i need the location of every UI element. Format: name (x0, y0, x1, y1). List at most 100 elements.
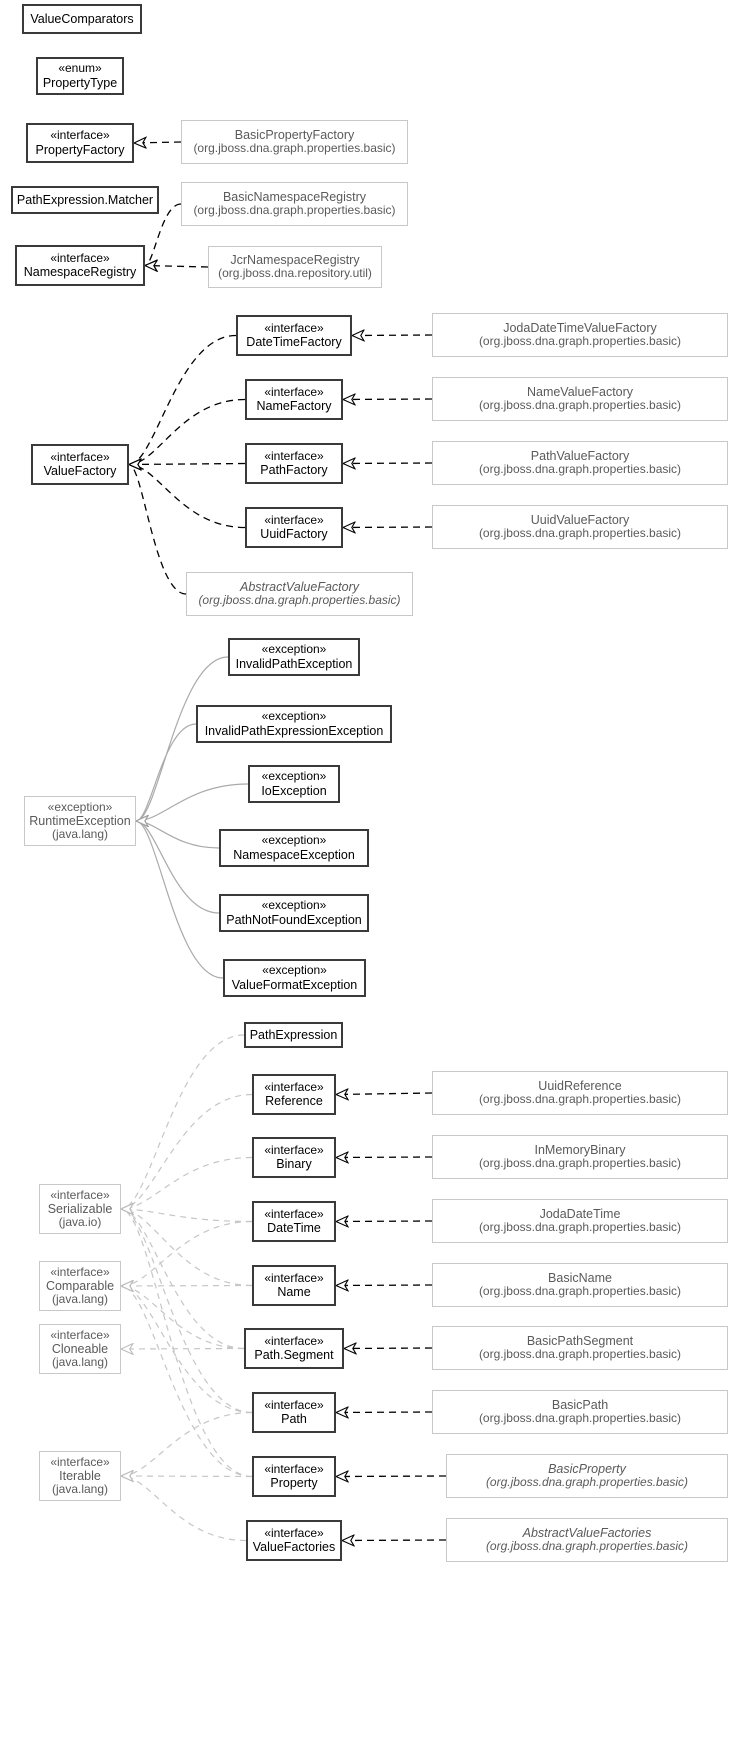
class-stereotype: «interface» (50, 1327, 110, 1342)
class-node-namefactory[interactable]: «interface»NameFactory (245, 379, 343, 420)
class-name: BasicName (548, 1271, 612, 1286)
edge-realization-namevaluefactory-to-namefactory (343, 399, 433, 400)
class-name: ValueFactory (43, 464, 117, 479)
class-node-basicproperty[interactable]: BasicProperty(org.jboss.dna.graph.proper… (446, 1454, 728, 1498)
class-node-valuefactory[interactable]: «interface»ValueFactory (31, 444, 129, 485)
class-node-basicpropertyfactory[interactable]: BasicPropertyFactory(org.jboss.dna.graph… (181, 120, 408, 164)
class-node-abstractvaluefactories[interactable]: AbstractValueFactories(org.jboss.dna.gra… (446, 1518, 728, 1562)
class-stereotype: «interface» (264, 1525, 324, 1540)
class-name: Comparable (45, 1279, 115, 1293)
edge-realization-basicpathsegment-to-pathsegment (344, 1348, 433, 1349)
class-node-runtimeexception[interactable]: «exception»RuntimeException(java.lang) (24, 796, 136, 846)
class-name: BasicNamespaceRegistry (222, 190, 367, 205)
class-node-pathsegment[interactable]: «interface»Path.Segment (244, 1328, 344, 1369)
edge-realization-datetimefactory-to-valuefactory (129, 334, 237, 465)
class-node-valuefactories[interactable]: «interface»ValueFactories (246, 1520, 342, 1561)
class-node-namespaceregistry[interactable]: «interface»NamespaceRegistry (15, 245, 145, 286)
class-node-uuidfactory[interactable]: «interface»UuidFactory (245, 507, 343, 548)
class-stereotype: «enum» (58, 61, 102, 76)
class-node-namespaceexception[interactable]: «exception»NamespaceException (219, 829, 369, 867)
edge-realization-uuidfactory-to-valuefactory (129, 465, 246, 529)
edge-realization-basicpath-to-path (336, 1412, 433, 1413)
class-node-path[interactable]: «interface»Path (252, 1392, 336, 1433)
class-node-pathexpression[interactable]: PathExpression (244, 1022, 343, 1048)
class-stereotype: «interface» (50, 1454, 110, 1469)
class-node-jodadatetimevaluefactory[interactable]: JodaDateTimeValueFactory(org.jboss.dna.g… (432, 313, 728, 357)
class-package: (org.jboss.dna.graph.properties.basic) (478, 1284, 682, 1299)
class-node-invalidpathexpressionexception[interactable]: «exception»InvalidPathExpressionExceptio… (196, 705, 392, 743)
edge-light-realization-pathsegment-to-serializable (121, 1209, 245, 1350)
class-stereotype: «interface» (264, 384, 324, 399)
class-node-pathnotfoundexception[interactable]: «exception»PathNotFoundException (219, 894, 369, 932)
class-name: Property (270, 1476, 318, 1491)
class-node-basicpathsegment[interactable]: BasicPathSegment(org.jboss.dna.graph.pro… (432, 1326, 728, 1370)
class-name: PathValueFactory (530, 449, 630, 464)
class-node-iterable[interactable]: «interface»Iterable(java.lang) (39, 1451, 121, 1501)
class-package: (org.jboss.dna.graph.properties.basic) (478, 462, 682, 477)
class-name: DateTimeFactory (246, 335, 342, 350)
class-stereotype: «exception» (262, 963, 327, 978)
class-node-uuidreference[interactable]: UuidReference(org.jboss.dna.graph.proper… (432, 1071, 728, 1115)
class-stereotype: «interface» (264, 512, 324, 527)
edge-generalization-pathnotfoundexception-to-runtimeexception (136, 821, 220, 914)
class-node-name[interactable]: «interface»Name (252, 1265, 336, 1306)
edge-realization-uuidreference-to-reference (336, 1093, 433, 1095)
class-node-jodadatetime[interactable]: JodaDateTime(org.jboss.dna.graph.propert… (432, 1199, 728, 1243)
class-node-reference[interactable]: «interface»Reference (252, 1074, 336, 1115)
class-node-pathfactory[interactable]: «interface»PathFactory (245, 443, 343, 484)
class-stereotype: «interface» (264, 1206, 324, 1221)
class-node-inmemorybinary[interactable]: InMemoryBinary(org.jboss.dna.graph.prope… (432, 1135, 728, 1179)
edge-light-realization-pathsegment-to-cloneable (121, 1349, 245, 1350)
class-name: Path.Segment (254, 1348, 334, 1363)
class-node-datetime[interactable]: «interface»DateTime (252, 1201, 336, 1242)
class-stereotype: «interface» (264, 1142, 324, 1157)
class-name: PropertyType (42, 75, 118, 90)
class-node-pathvaluefactory[interactable]: PathValueFactory(org.jboss.dna.graph.pro… (432, 441, 728, 485)
edge-light-realization-name-to-comparable (121, 1286, 253, 1287)
class-node-cloneable[interactable]: «interface»Cloneable(java.lang) (39, 1324, 121, 1374)
class-stereotype: «interface» (264, 320, 324, 335)
class-node-abstractvaluefactory[interactable]: AbstractValueFactory(org.jboss.dna.graph… (186, 572, 413, 616)
edge-light-realization-property-to-comparable (121, 1286, 253, 1478)
edge-generalization-invalidpathexpressionexception-to-runtimeexception (136, 723, 197, 821)
edge-generalization-namespaceexception-to-runtimeexception (136, 821, 220, 849)
class-package: (org.jboss.dna.graph.properties.basic) (478, 1220, 682, 1235)
edge-light-realization-reference-to-serializable (121, 1093, 253, 1210)
class-name: BasicPathSegment (526, 1334, 634, 1349)
edge-realization-basicname-to-name (336, 1285, 433, 1286)
class-node-uuidvaluefactory[interactable]: UuidValueFactory(org.jboss.dna.graph.pro… (432, 505, 728, 549)
edge-light-realization-valuefactories-to-iterable (121, 1476, 247, 1542)
class-node-propertyfactory[interactable]: «interface»PropertyFactory (26, 123, 134, 163)
edge-realization-uuidvaluefactory-to-uuidfactory (343, 527, 433, 528)
class-name: Cloneable (51, 1342, 109, 1356)
class-node-comparable[interactable]: «interface»Comparable(java.lang) (39, 1261, 121, 1311)
class-node-valueformatexception[interactable]: «exception»ValueFormatException (223, 959, 366, 997)
class-name: Serializable (47, 1202, 113, 1216)
class-package: (java.lang) (51, 1482, 109, 1496)
class-stereotype: «interface» (50, 128, 110, 143)
class-node-propertytype[interactable]: «enum»PropertyType (36, 57, 124, 95)
class-node-basicname[interactable]: BasicName(org.jboss.dna.graph.properties… (432, 1263, 728, 1307)
class-package: (org.jboss.dna.graph.properties.basic) (478, 1092, 682, 1107)
class-node-namevaluefactory[interactable]: NameValueFactory(org.jboss.dna.graph.pro… (432, 377, 728, 421)
class-name: BasicPath (551, 1398, 609, 1413)
class-node-property[interactable]: «interface»Property (252, 1456, 336, 1497)
edge-light-realization-pathsegment-to-comparable (121, 1286, 245, 1350)
class-node-pathexpressionmatcher[interactable]: PathExpression.Matcher (11, 186, 159, 214)
class-node-serializable[interactable]: «interface»Serializable(java.io) (39, 1184, 121, 1234)
class-node-binary[interactable]: «interface»Binary (252, 1137, 336, 1178)
edge-realization-inmemorybinary-to-binary (336, 1157, 433, 1158)
class-package: (org.jboss.dna.graph.properties.basic) (478, 1347, 682, 1362)
class-node-ioexception[interactable]: «exception»IoException (248, 765, 340, 803)
class-name: Name (277, 1285, 311, 1300)
class-node-basicnamespaceregistry[interactable]: BasicNamespaceRegistry(org.jboss.dna.gra… (181, 182, 408, 226)
class-node-basicpath[interactable]: BasicPath(org.jboss.dna.graph.properties… (432, 1390, 728, 1434)
class-node-datetimefactory[interactable]: «interface»DateTimeFactory (236, 315, 352, 356)
class-package: (org.jboss.dna.graph.properties.basic) (485, 1539, 689, 1554)
class-name: Reference (265, 1094, 323, 1109)
class-node-valuecomparators[interactable]: ValueComparators (22, 4, 142, 34)
edge-realization-abstractvaluefactory-to-valuefactory (129, 465, 187, 595)
edge-light-realization-pathexpression-to-serializable (121, 1034, 245, 1209)
class-node-jcrnamespaceregistry[interactable]: JcrNamespaceRegistry(org.jboss.dna.repos… (208, 246, 382, 288)
class-node-invalidpathexception[interactable]: «exception»InvalidPathException (228, 638, 360, 676)
